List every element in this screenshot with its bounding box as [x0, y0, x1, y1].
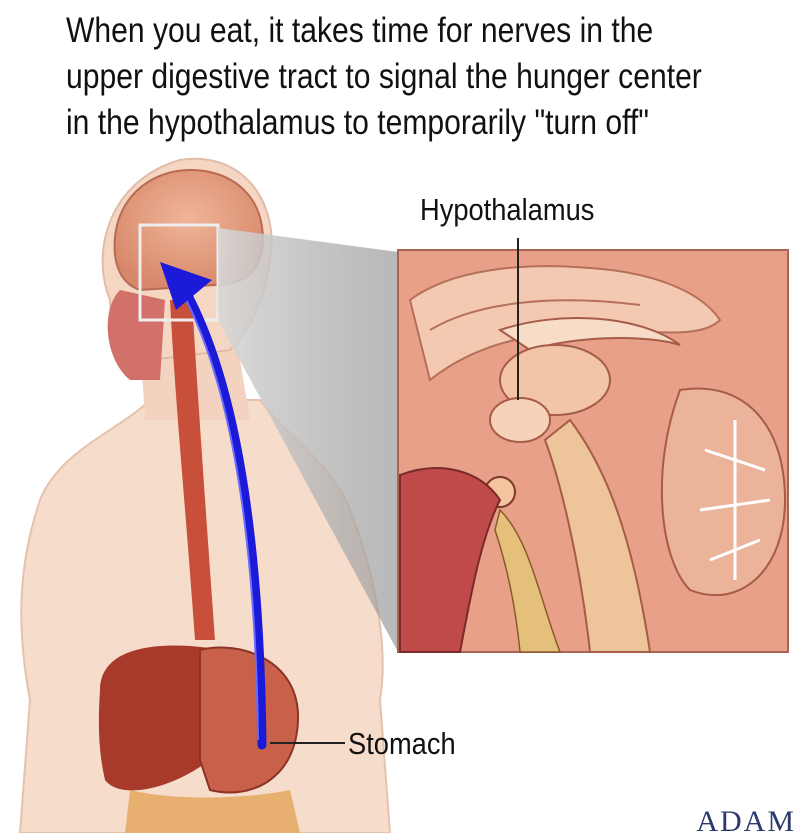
hypothalamus-label: Hypothalamus — [420, 192, 594, 228]
adam-logo: ADAM — [696, 805, 796, 839]
magnified-brain-panel — [398, 250, 788, 652]
stomach-label: Stomach — [348, 726, 456, 762]
liver — [99, 645, 210, 790]
throat — [108, 290, 165, 380]
